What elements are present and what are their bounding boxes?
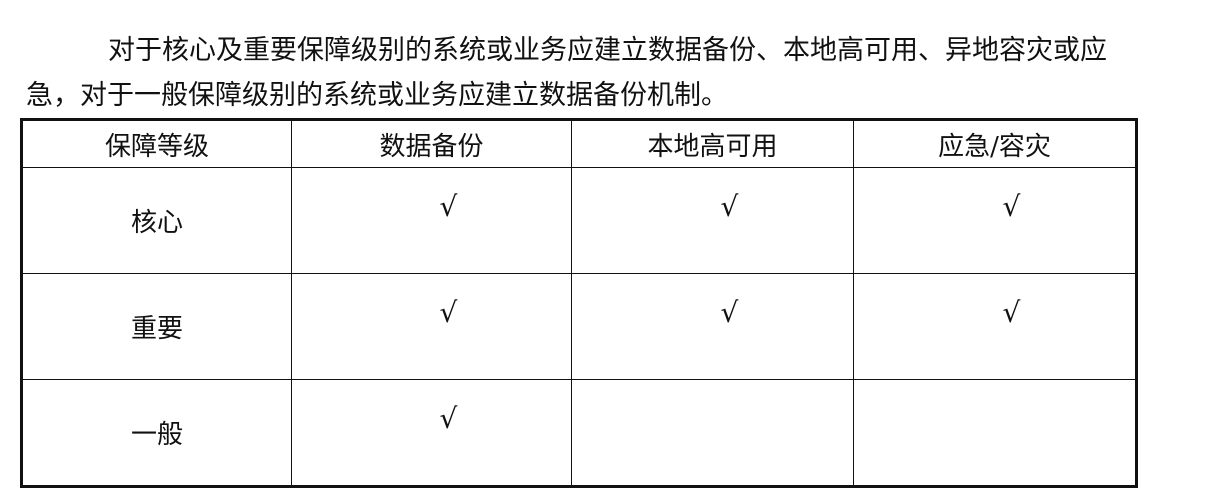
check-mark: √ [439, 402, 458, 435]
protection-level-table: 保障等级 数据备份 本地高可用 应急/容灾 核心 √ √ √ 重要 √ √ √ … [20, 118, 1138, 488]
check-mark: √ [439, 296, 458, 329]
row-level: 核心 [21, 167, 292, 274]
paragraph-line-1: 对于核心及重要保障级别的系统或业务应建立数据备份、本地高可用、异地容灾或应 [108, 35, 1107, 66]
check-mark: √ [439, 190, 458, 223]
header-level: 保障等级 [21, 119, 292, 168]
table-row: 重要 √ √ √ [21, 273, 1137, 380]
check-mark: √ [720, 296, 739, 329]
header-local-ha: 本地高可用 [571, 119, 854, 168]
paragraph-line-2: 急，对于一般保障级别的系统或业务应建立数据备份机制。 [26, 80, 728, 111]
table-row: 一般 √ [21, 379, 1137, 487]
check-mark: √ [720, 190, 739, 223]
table-header-row: 保障等级 数据备份 本地高可用 应急/容灾 [21, 119, 1137, 168]
header-backup: 数据备份 [291, 119, 572, 168]
header-disaster-recovery: 应急/容灾 [853, 119, 1137, 168]
check-mark: √ [1002, 296, 1021, 329]
row-level: 一般 [21, 379, 292, 487]
check-mark: √ [1002, 190, 1021, 223]
row-level: 重要 [21, 273, 292, 380]
table-row: 核心 √ √ √ [21, 167, 1137, 274]
